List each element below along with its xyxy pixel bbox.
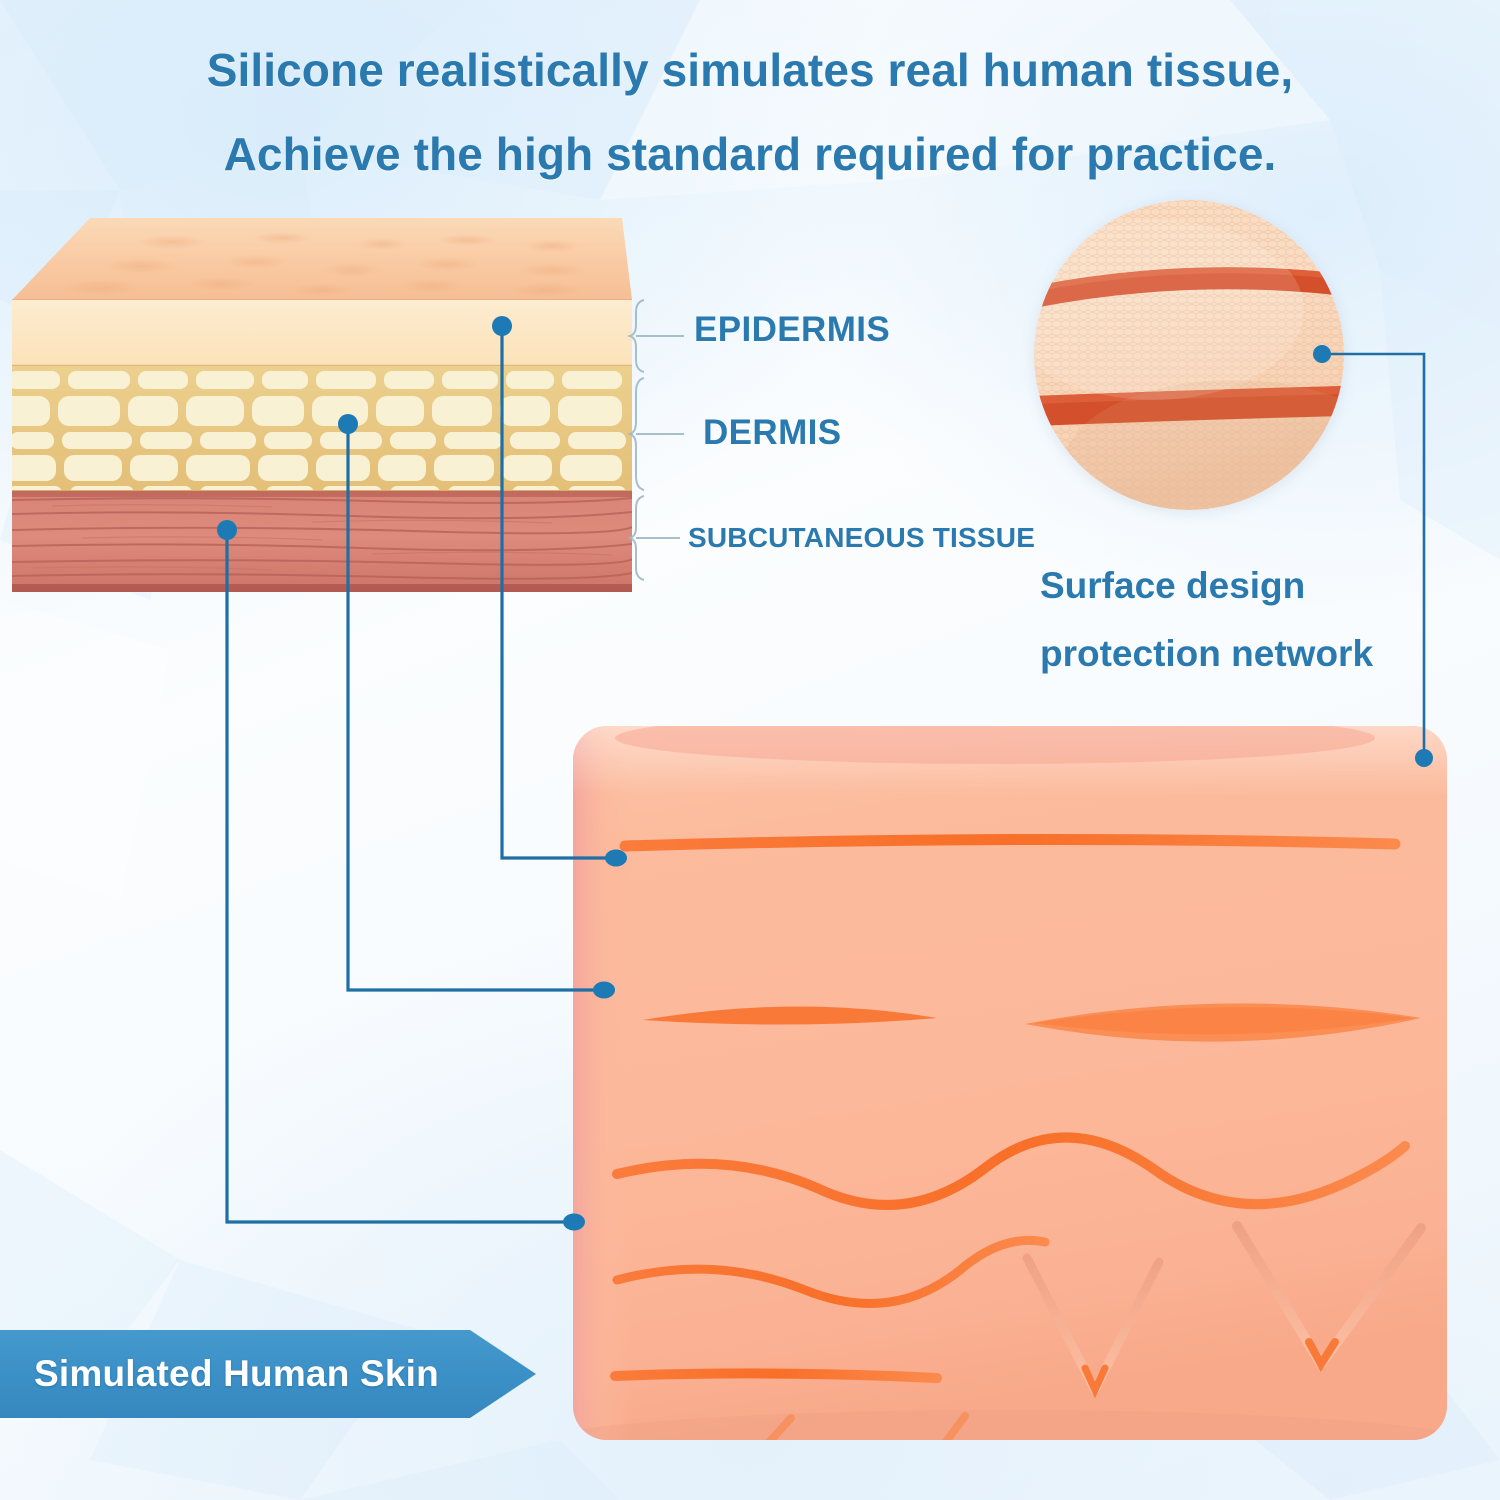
surface-design-caption: Surface design protection network <box>1040 552 1440 688</box>
silicone-suture-pad <box>573 726 1447 1440</box>
banner-label: Simulated Human Skin <box>34 1353 439 1394</box>
layer-label-dermis: DERMIS <box>703 413 842 452</box>
wound-straight-mid-left <box>610 1368 942 1383</box>
caption-line-2: protection network <box>1040 633 1374 674</box>
wound-ellipse-large <box>1025 1003 1421 1042</box>
wound-straight-long <box>619 833 1401 852</box>
wound-v-center <box>1022 1253 1164 1399</box>
xsec-layer-subcutaneous <box>12 491 632 592</box>
product-name-banner <box>0 1330 536 1418</box>
xsec-layer-epidermis <box>12 300 632 368</box>
layer-label-epidermis: EPIDERMIS <box>694 310 891 349</box>
wound-wavy-upper <box>612 1132 1410 1210</box>
wound-wavy-lower <box>612 1235 1050 1308</box>
wound-v-right <box>1232 1221 1426 1372</box>
xsec-layer-dermis <box>12 366 632 492</box>
layer-label-subcutaneous: SUBCUTANEOUS TISSUE <box>688 522 1036 553</box>
macro-photo <box>1034 200 1344 510</box>
headline: Silicone realistically simulates real hu… <box>0 28 1500 196</box>
headline-line-2: Achieve the high standard required for p… <box>223 128 1277 180</box>
caption-line-1: Surface design <box>1040 565 1306 606</box>
wound-y-left <box>611 1414 795 1440</box>
headline-line-1: Silicone realistically simulates real hu… <box>206 44 1294 96</box>
wound-ellipse-small <box>643 1006 937 1025</box>
surface-macro-inset <box>1034 200 1344 510</box>
wound-y-center <box>813 1412 969 1440</box>
xsec-top-surface <box>12 218 632 301</box>
skin-cross-section-diagram <box>12 218 632 592</box>
